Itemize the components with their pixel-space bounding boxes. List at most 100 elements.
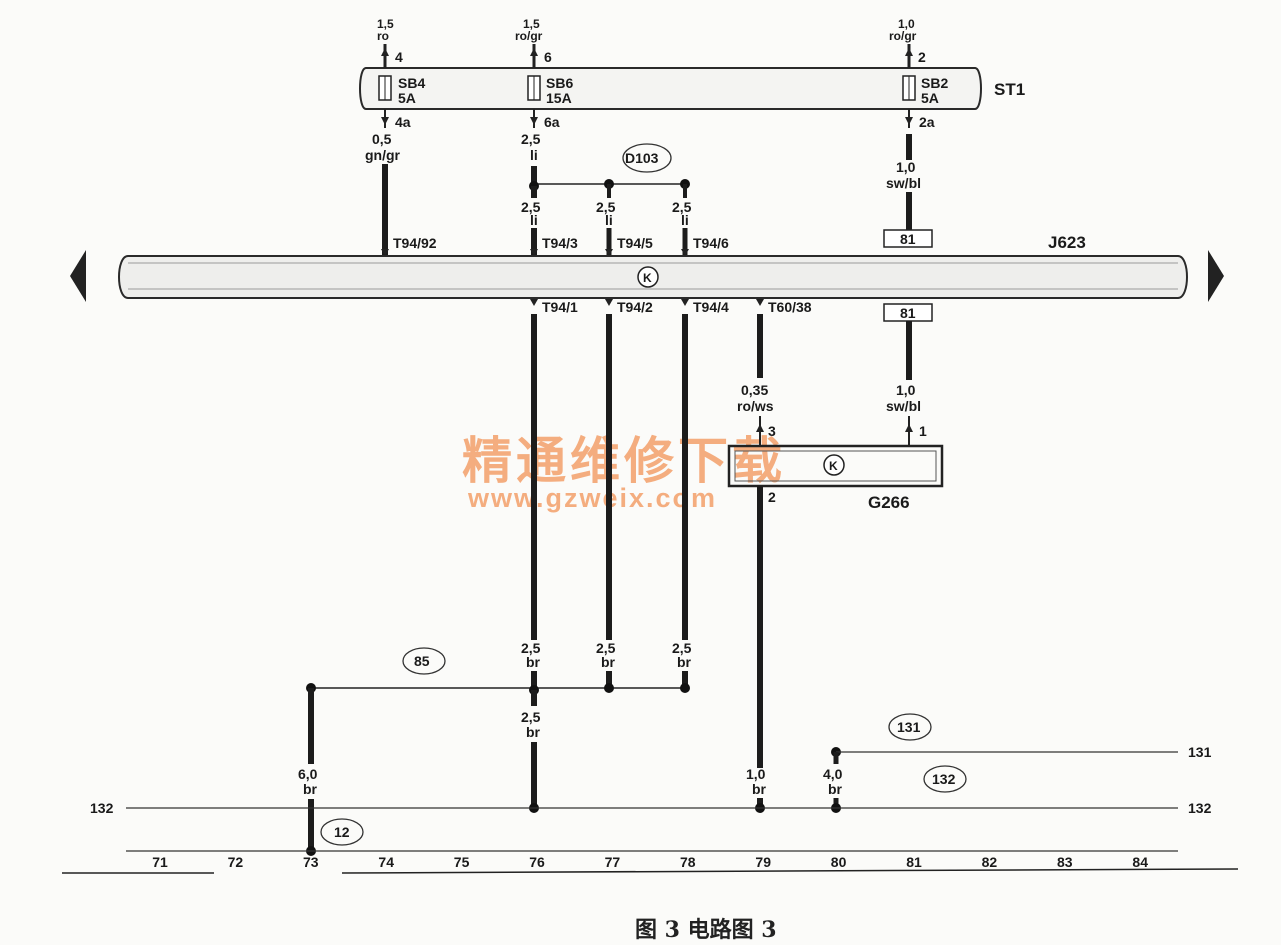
wire-sb6-out-color: li xyxy=(530,147,538,163)
splice-85-label: 85 xyxy=(414,653,430,669)
wire-box81-color: sw/bl xyxy=(886,398,921,414)
wire-t94-6-color: li xyxy=(681,212,689,228)
rail-132: 132 132 131 xyxy=(90,744,1212,816)
connector-81-bottom: 81 1,0 sw/bl 1 xyxy=(883,303,933,446)
ecu-name: J623 xyxy=(1048,233,1086,252)
rail-132-right-label: 132 xyxy=(1188,800,1212,816)
pin-sb6-6: 6 xyxy=(544,49,552,65)
column-number: 73 xyxy=(303,854,319,870)
fuse-sb6: SB6 15A xyxy=(527,75,573,106)
splice-85: 85 xyxy=(306,647,690,695)
ref-131: 131 xyxy=(888,713,932,741)
column-number: 78 xyxy=(680,854,696,870)
connector-81-top: 81 xyxy=(883,229,933,248)
wire-sb4-in-color: ro xyxy=(377,29,389,43)
wire-stub-sb2-in: 1,0 ro/gr 2 xyxy=(889,17,926,68)
wire-ground-76-size: 2,5 xyxy=(521,709,541,725)
pin-sb2-2: 2 xyxy=(918,49,926,65)
column-number: 79 xyxy=(755,854,771,870)
wire-t94-5-size: 2,5 xyxy=(596,199,616,215)
watermark-url: www.gzweix.com xyxy=(467,483,717,513)
wire-sb4-out-size: 0,5 xyxy=(372,131,392,147)
wire-t94-1-size: 2,5 xyxy=(521,640,541,656)
ground-bus xyxy=(62,850,1239,874)
wire-box81-size: 1,0 xyxy=(896,382,916,398)
fuse-sb6-id: SB6 xyxy=(546,75,573,91)
wire-t94-2-size: 2,5 xyxy=(596,640,616,656)
column-number: 84 xyxy=(1132,854,1148,870)
wire-sb6-in-color: ro/gr xyxy=(515,29,543,43)
wire-t94-6-size: 2,5 xyxy=(672,199,692,215)
connector-81-top-label: 81 xyxy=(900,231,916,247)
wire-sb2-out-size: 1,0 xyxy=(896,159,916,175)
wire-ground-73-color: br xyxy=(303,781,318,797)
column-number: 71 xyxy=(152,854,168,870)
arrow-left-icon xyxy=(70,250,86,302)
rail-131-right-label: 131 xyxy=(1188,744,1212,760)
wire-ground-73: 6,0 br xyxy=(298,688,318,856)
wire-sb6-out: 6a 2,5 li xyxy=(521,109,560,186)
ref-132-label: 132 xyxy=(932,771,956,787)
ref-12: 12 xyxy=(320,818,364,846)
pin-t94-92: T94/92 xyxy=(393,235,437,251)
arrow-right-icon xyxy=(1208,250,1224,302)
wire-t60-38: 0,35 ro/ws 3 xyxy=(737,314,776,446)
wire-sb4-in-size: 1,5 xyxy=(377,17,394,31)
wire-ground-80-size: 4,0 xyxy=(823,766,843,782)
fusebox-st1: ST1 SB4 5A SB6 15A SB2 5A xyxy=(359,67,1025,110)
sensor-k-symbol xyxy=(823,454,845,476)
pin-t94-4: T94/4 xyxy=(693,299,729,315)
wire-ground-80-color: br xyxy=(828,781,843,797)
wire-stub-sb6-in: 1,5 ro/gr 6 xyxy=(515,17,552,68)
wire-sb6-in-size: 1,5 xyxy=(523,17,540,31)
column-number: 75 xyxy=(454,854,470,870)
pin-t94-2: T94/2 xyxy=(617,299,653,315)
wire-sb2-in-size: 1,0 xyxy=(898,17,915,31)
pin-g266-3: 3 xyxy=(768,423,776,439)
pin-g266-2: 2 xyxy=(768,489,776,505)
column-number: 77 xyxy=(605,854,621,870)
ecu-k-symbol xyxy=(637,266,659,288)
svg-text:K: K xyxy=(643,271,652,285)
wire-sb4-out: 4a 0,5 gn/gr xyxy=(365,109,411,258)
ref-131-label: 131 xyxy=(897,719,921,735)
pin-t94-1: T94/1 xyxy=(542,299,578,315)
wire-t94-4-size: 2,5 xyxy=(672,640,692,656)
svg-text:K: K xyxy=(829,459,838,473)
column-number: 82 xyxy=(982,854,998,870)
fuse-sb4-id: SB4 xyxy=(398,75,425,91)
wire-t94-2-lower: 2,5 br xyxy=(596,640,616,688)
ref-132: 132 xyxy=(923,765,967,793)
wire-ground-79-color: br xyxy=(752,781,767,797)
pin-t60-38: T60/38 xyxy=(768,299,812,315)
pin-sb4-4: 4 xyxy=(395,49,403,65)
pin-g266-1: 1 xyxy=(919,423,927,439)
fuse-sb2: SB2 5A xyxy=(902,75,948,106)
column-number: 74 xyxy=(378,854,394,870)
wire-ground-73-size: 6,0 xyxy=(298,766,318,782)
wire-sb6-out-size: 2,5 xyxy=(521,131,541,147)
wire-sb2-out: 2a 1,0 sw/bl xyxy=(886,109,935,230)
column-number: 80 xyxy=(831,854,847,870)
wire-t94-5-color: li xyxy=(605,212,613,228)
wire-t60-38-size: 0,35 xyxy=(741,382,768,398)
wire-sb2-out-color: sw/bl xyxy=(886,175,921,191)
splice-d103: D103 xyxy=(529,143,690,198)
wire-ground-79: 1,0 br xyxy=(746,766,767,813)
fuse-sb2-rating: 5A xyxy=(921,90,939,106)
rail-132-left-label: 132 xyxy=(90,800,114,816)
wire-t94-3-color: li xyxy=(530,212,538,228)
pin-t94-3: T94/3 xyxy=(542,235,578,251)
fuse-sb2-id: SB2 xyxy=(921,75,948,91)
wire-ground-79-size: 1,0 xyxy=(746,766,766,782)
wire-ground-80: 4,0 br xyxy=(823,747,1178,813)
splice-d103-label: D103 xyxy=(625,150,659,166)
wire-t94-1-lower: 2,5 br xyxy=(521,640,541,690)
column-number: 83 xyxy=(1057,854,1073,870)
ecu-j623: J623 K T94/92 T94/3 T94/5 T94/6 T94/1 T9… xyxy=(70,233,1224,315)
wire-sb4-out-color: gn/gr xyxy=(365,147,401,163)
fuse-sb6-rating: 15A xyxy=(546,90,572,106)
ref-12-label: 12 xyxy=(334,824,350,840)
